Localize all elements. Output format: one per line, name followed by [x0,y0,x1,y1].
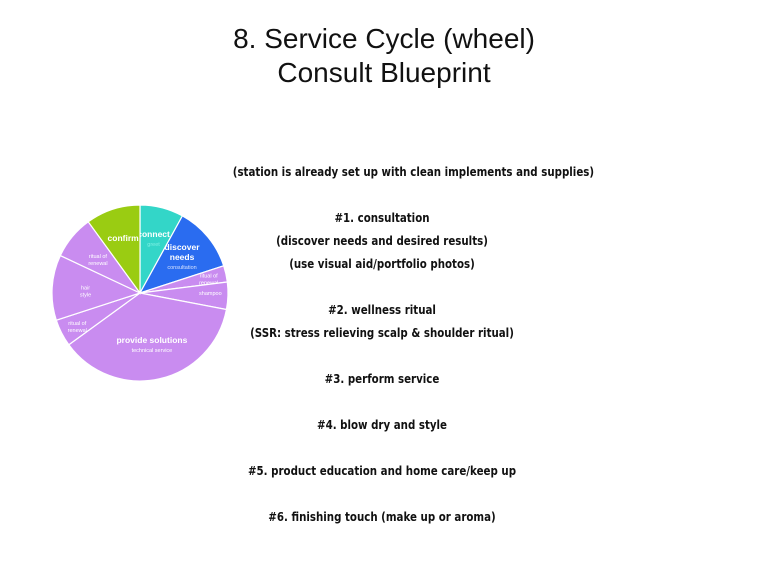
wheel-sublabel-6-1: style [80,293,91,299]
wheel-segment-1 [138,215,225,295]
wheel-sublabel-2-0: ritual of [200,274,219,280]
slide-title: 8. Service Cycle (wheel) Consult Bluepri… [0,22,768,90]
wheel-segment-6 [51,254,142,321]
wheel-sublabel-0: greet [147,242,160,248]
step-3-heading: #3. perform service [324,371,440,386]
slide-title-line-2: Consult Blueprint [277,57,491,88]
step-2-heading: #2. wellness ritual [328,302,436,317]
notes-intro: (station is already set up with clean im… [232,164,595,179]
wheel-sublabel-2-1: renewal [199,281,218,287]
blueprint-notes: (station is already set up with clean im… [232,160,595,528]
wheel-sublabel-7-0: ritual of [89,254,108,260]
slide-title-line-1: 8. Service Cycle (wheel) [233,23,535,54]
wheel-segment-8 [87,204,141,295]
wheel-sublabel-5-0: ritual of [68,321,87,327]
step-4-heading: #4. blow dry and style [316,417,448,432]
wheel-sublabel-1: consultation [167,265,196,271]
step-1-detail-b: (use visual aid/portfolio photos) [289,256,475,271]
wheel-sublabel-7-1: renewal [88,261,107,267]
step-6-heading: #6. finishing touch (make up or aroma) [268,509,496,524]
wheel-label-1-1: needs [170,252,195,262]
wheel-sublabel-4: technical service [132,348,173,354]
wheel-label-0-0: connect [137,229,170,239]
wheel-segment-4 [67,292,228,382]
wheel-sublabel-5-1: renewal [68,328,87,334]
wheel-label-1-0: discover [165,242,201,252]
wheel-sublabel-6-0: hair [81,286,90,292]
step-2-detail: (SSR: stress relieving scalp & shoulder … [250,325,514,340]
step-1-detail-a: (discover needs and desired results) [276,233,488,248]
wheel-label-4-0: provide solutions [116,335,187,345]
wheel-label-8-0: confirm [108,233,140,243]
wheel-sublabel-3-0: shampoo [199,291,222,297]
step-5-heading: #5. product education and home care/keep… [247,463,517,478]
step-1-heading: #1. consultation [334,210,430,225]
